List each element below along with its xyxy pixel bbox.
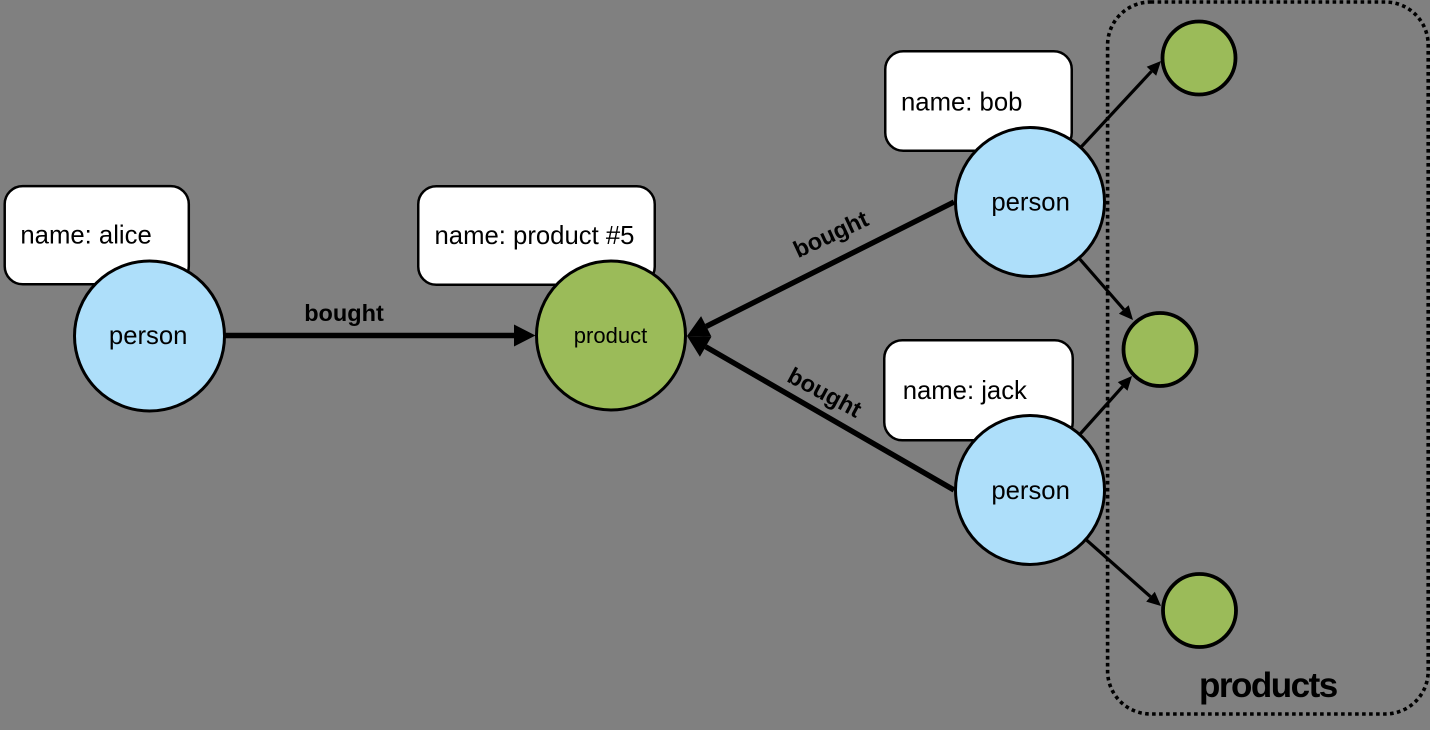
svg-text:name: alice: name: alice <box>20 222 151 250</box>
svg-text:name: jack: name: jack <box>903 377 1027 405</box>
svg-text:product: product <box>574 323 647 348</box>
svg-text:person: person <box>991 477 1070 505</box>
svg-text:bought: bought <box>304 300 384 326</box>
svg-text:name: product #5: name: product #5 <box>435 222 635 250</box>
svg-text:person: person <box>991 189 1070 217</box>
svg-text:name: bob: name: bob <box>901 88 1022 116</box>
svg-text:products: products <box>1199 666 1338 705</box>
svg-text:person: person <box>109 322 188 350</box>
